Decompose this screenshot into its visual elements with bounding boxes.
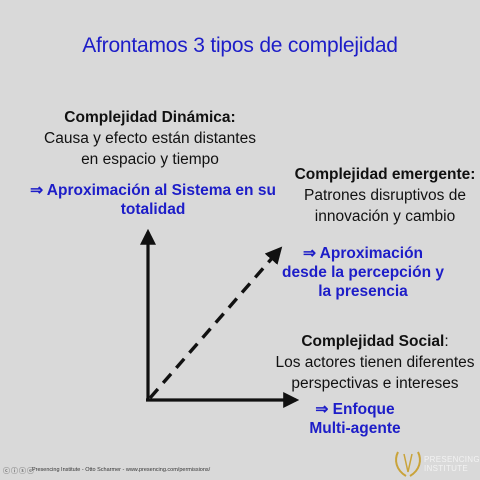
by-icon: ⓘ [11, 468, 19, 475]
presencing-logo-text: PRESENCING INSTITUTE [424, 455, 480, 473]
dynamic-complexity-line1: Causa y efecto están distantes [44, 130, 256, 147]
logo-line1: PRESENCING [424, 455, 480, 464]
social-complexity-block: Complejidad Social: Los actores tienen d… [270, 331, 480, 394]
sa-icon: ⓔ [27, 468, 35, 475]
social-complexity-heading-row: Complejidad Social: [270, 331, 480, 352]
presencing-logo [395, 451, 421, 477]
social-approach-line1: ⇒ Enfoque [315, 401, 395, 418]
logo-line2: INSTITUTE [424, 464, 469, 473]
license-icons: ⓒⓘⓢⓔ [3, 466, 35, 476]
emergent-complexity-line2: innovación y cambio [314, 208, 456, 225]
cc-icon: ⓒ [3, 468, 11, 475]
emergent-complexity-block: Complejidad emergente: Patrones disrupti… [290, 164, 480, 227]
social-complexity-line1: Los actores tienen diferentes [275, 354, 475, 371]
dynamic-approach: ⇒ Aproximación al Sistema en su totalida… [28, 181, 278, 219]
slide-title: Afrontamos 3 tipos de complejidad [82, 34, 398, 57]
emergent-complexity-heading: Complejidad emergente: [294, 166, 476, 183]
social-complexity-heading-suffix: : [444, 333, 449, 350]
diagonal-dashed-arrow [148, 246, 283, 400]
social-approach: ⇒ Enfoque Multi-agente [300, 400, 410, 438]
emergent-approach: ⇒ Aproximación desde la percepción y la … [268, 244, 458, 301]
social-complexity-line2: perspectivas e intereses [291, 375, 459, 392]
emergent-approach-line3: la presencia [318, 283, 408, 300]
nc-icon: ⓢ [19, 468, 27, 475]
footer-credit: Presencing Institute - Otto Scharmer - w… [32, 467, 211, 473]
emergent-approach-line1: ⇒ Aproximación [302, 245, 424, 262]
dynamic-complexity-line2: en espacio y tiempo [81, 151, 219, 168]
dynamic-complexity-heading: Complejidad Dinámica: [64, 109, 236, 126]
dynamic-approach-line1: ⇒ Aproximación al Sistema en su [30, 182, 276, 199]
emergent-complexity-line1: Patrones disruptivos de [304, 187, 466, 204]
emergent-approach-line2: desde la percepción y [282, 264, 444, 281]
dynamic-complexity-block: Complejidad Dinámica: Causa y efecto est… [30, 107, 270, 170]
social-approach-line2: Multi-agente [309, 420, 401, 437]
dynamic-approach-line2: totalidad [120, 201, 186, 218]
social-complexity-heading: Complejidad Social [301, 333, 445, 350]
